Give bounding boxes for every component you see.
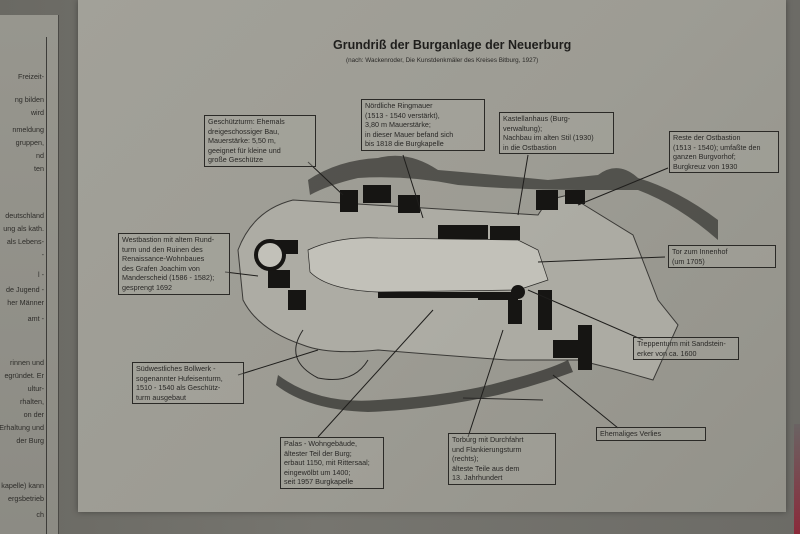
left-sheet-line: ergsbetrieb — [8, 494, 44, 503]
left-sheet-line: Erhaltung und — [0, 423, 44, 432]
west-round-tower — [254, 239, 286, 271]
label-line: Tor zum Innenhof — [672, 247, 728, 256]
label-line: (1513 - 1540); umfaßte den — [673, 142, 761, 152]
label-line: 3,80 m Mauerstärke; — [365, 120, 431, 130]
label-line: (um 1705) — [672, 256, 705, 266]
label-line: turm ausgebaut — [136, 392, 186, 402]
label-line: Manderscheid (1586 - 1582); — [122, 273, 215, 283]
label-line: geeignet für kleine und — [208, 145, 281, 155]
left-sheet-line: l - — [38, 270, 44, 279]
left-sheet-line: ch — [36, 510, 44, 519]
label-line: gesprengt 1692 — [122, 282, 172, 292]
label-line: Westbastion mit altem Rund- — [122, 235, 215, 244]
left-sheet-line: rinnen und — [10, 358, 44, 367]
label-line: seit 1957 Burgkapelle — [284, 477, 354, 487]
label-line: Geschützturm: Ehemals — [208, 117, 285, 126]
left-sheet-line: der Burg — [16, 436, 44, 445]
left-sheet-line: deutschland — [5, 211, 44, 220]
label-line: erbaut 1150, mit Rittersaal; — [284, 458, 370, 468]
left-sheet-line: her Männer — [7, 298, 44, 307]
left-sheet-line: als Lebens- — [6, 237, 44, 246]
label-ostbastion: Reste der Ostbastion(1513 - 1540); umfaß… — [669, 131, 779, 174]
castle-plan-drawing — [224, 154, 718, 438]
label-line: in dieser Mauer befand sich — [365, 129, 454, 139]
label-line: große Geschütze — [208, 155, 264, 165]
label-line: Palas - Wohngebäude, — [284, 439, 357, 448]
left-sheet-line: ng bilden — [14, 95, 44, 104]
label-tor-innenhof: Tor zum Innenhof(um 1705) — [668, 245, 776, 269]
left-sheet-line: nd — [36, 151, 44, 160]
label-line: Burgkreuz von 1930 — [673, 161, 738, 171]
left-sheet-line: gruppen, — [15, 138, 44, 147]
label-line: Renaissance-Wohnbaues — [122, 254, 205, 264]
left-sheet-line: nmeldung — [12, 125, 44, 134]
left-sheet-border — [0, 37, 47, 534]
label-line: in die Ostbastion — [503, 142, 557, 152]
left-sheet-line: amt - — [27, 314, 44, 323]
horseshoe-tower — [295, 329, 369, 380]
label-line: ältester Teil der Burg; — [284, 448, 352, 458]
label-line: Nachbau im alten Stil (1930) — [503, 133, 594, 143]
label-line: bis 1818 die Burgkapelle — [365, 139, 444, 149]
label-palas: Palas - Wohngebäude,ältester Teil der Bu… — [280, 437, 384, 489]
label-line: Treppenturm mit Sandstein- — [637, 339, 726, 348]
label-line: 1510 - 1540 als Geschütz- — [136, 383, 221, 393]
left-sheet-line: ultur- — [27, 384, 44, 393]
left-sheet-line: rhalten, — [20, 397, 44, 406]
poster-title: Grundriß der Burganlage der Neuerburg — [333, 38, 572, 52]
south-slope-hatching — [276, 360, 573, 412]
left-sheet-line: ung als kath. — [3, 224, 44, 233]
leader-lines — [224, 154, 669, 438]
left-sheet-line: de Jugend - — [6, 285, 44, 294]
label-line: Südwestliches Bollwerk - — [136, 364, 216, 373]
label-line: Mauerstärke: 5,50 m, — [208, 136, 276, 146]
label-line: älteste Teile aus dem — [452, 463, 520, 473]
label-kastellanhaus: Kastellanhaus (Burg-verwaltung);Nachbau … — [499, 112, 614, 155]
left-sheet-line: ten — [34, 164, 44, 173]
poster-subtitle: (nach: Wackenroder, Die Kunstdenkmäler d… — [346, 57, 539, 64]
label-line: Ehemaliges Verlies — [600, 429, 662, 438]
label-line: des Grafen Joachim von — [122, 263, 200, 273]
label-line: ganzen Burgvorhof; — [673, 152, 736, 162]
label-bollwerk: Südwestliches Bollwerk -sogenannter Hufe… — [132, 362, 244, 405]
wall-blocks — [268, 185, 592, 370]
label-line: 13. Jahrhundert — [452, 473, 503, 483]
label-line: (1513 - 1540 verstärkt), — [365, 110, 440, 120]
floor-plan-poster: Grundriß der Burganlage der Neuerburg (n… — [78, 0, 786, 512]
label-line: Nördliche Ringmauer — [365, 101, 433, 110]
label-line: turm und den Ruinen des — [122, 244, 203, 254]
label-line: Reste der Ostbastion — [673, 133, 741, 142]
label-line: (rechts); — [452, 454, 479, 464]
label-line: verwaltung); — [503, 123, 543, 133]
left-notice-sheet: Freizeit-ng bilden wird nmeldung gruppen, nd… — [0, 15, 59, 534]
label-verlies: Ehemaliges Verlies — [596, 427, 706, 441]
label-line: erker von ca. 1600 — [637, 348, 697, 358]
label-ringmauer: Nördliche Ringmauer(1513 - 1540 verstärk… — [361, 99, 485, 151]
label-line: eingewölbt um 1400; — [284, 467, 351, 477]
left-sheet-line: egründet. Er — [4, 371, 44, 380]
label-line: sogenannter Hufeisenturm, — [136, 373, 223, 383]
label-line: Kastellanhaus (Burg- — [503, 114, 571, 123]
left-sheet-line: - — [41, 250, 44, 259]
scale-bar — [462, 397, 544, 401]
label-westbastion: Westbastion mit altem Rund-turm und den … — [118, 233, 230, 295]
north-slope-hatching — [308, 155, 718, 240]
red-object-edge — [794, 424, 800, 534]
left-sheet-line: on der — [23, 410, 44, 419]
label-line: dreigeschossiger Bau, — [208, 126, 280, 136]
left-sheet-line: kapelle) kann — [1, 481, 44, 490]
label-treppenturm: Treppenturm mit Sandstein-erker von ca. … — [633, 337, 739, 361]
left-sheet-line: wird — [30, 108, 44, 117]
label-line: Torburg mit Durchfahrt — [452, 435, 524, 444]
inner-courtyard — [307, 237, 549, 293]
label-line: und Flankierungsturm — [452, 444, 522, 454]
left-sheet-line: Freizeit- — [18, 72, 44, 81]
